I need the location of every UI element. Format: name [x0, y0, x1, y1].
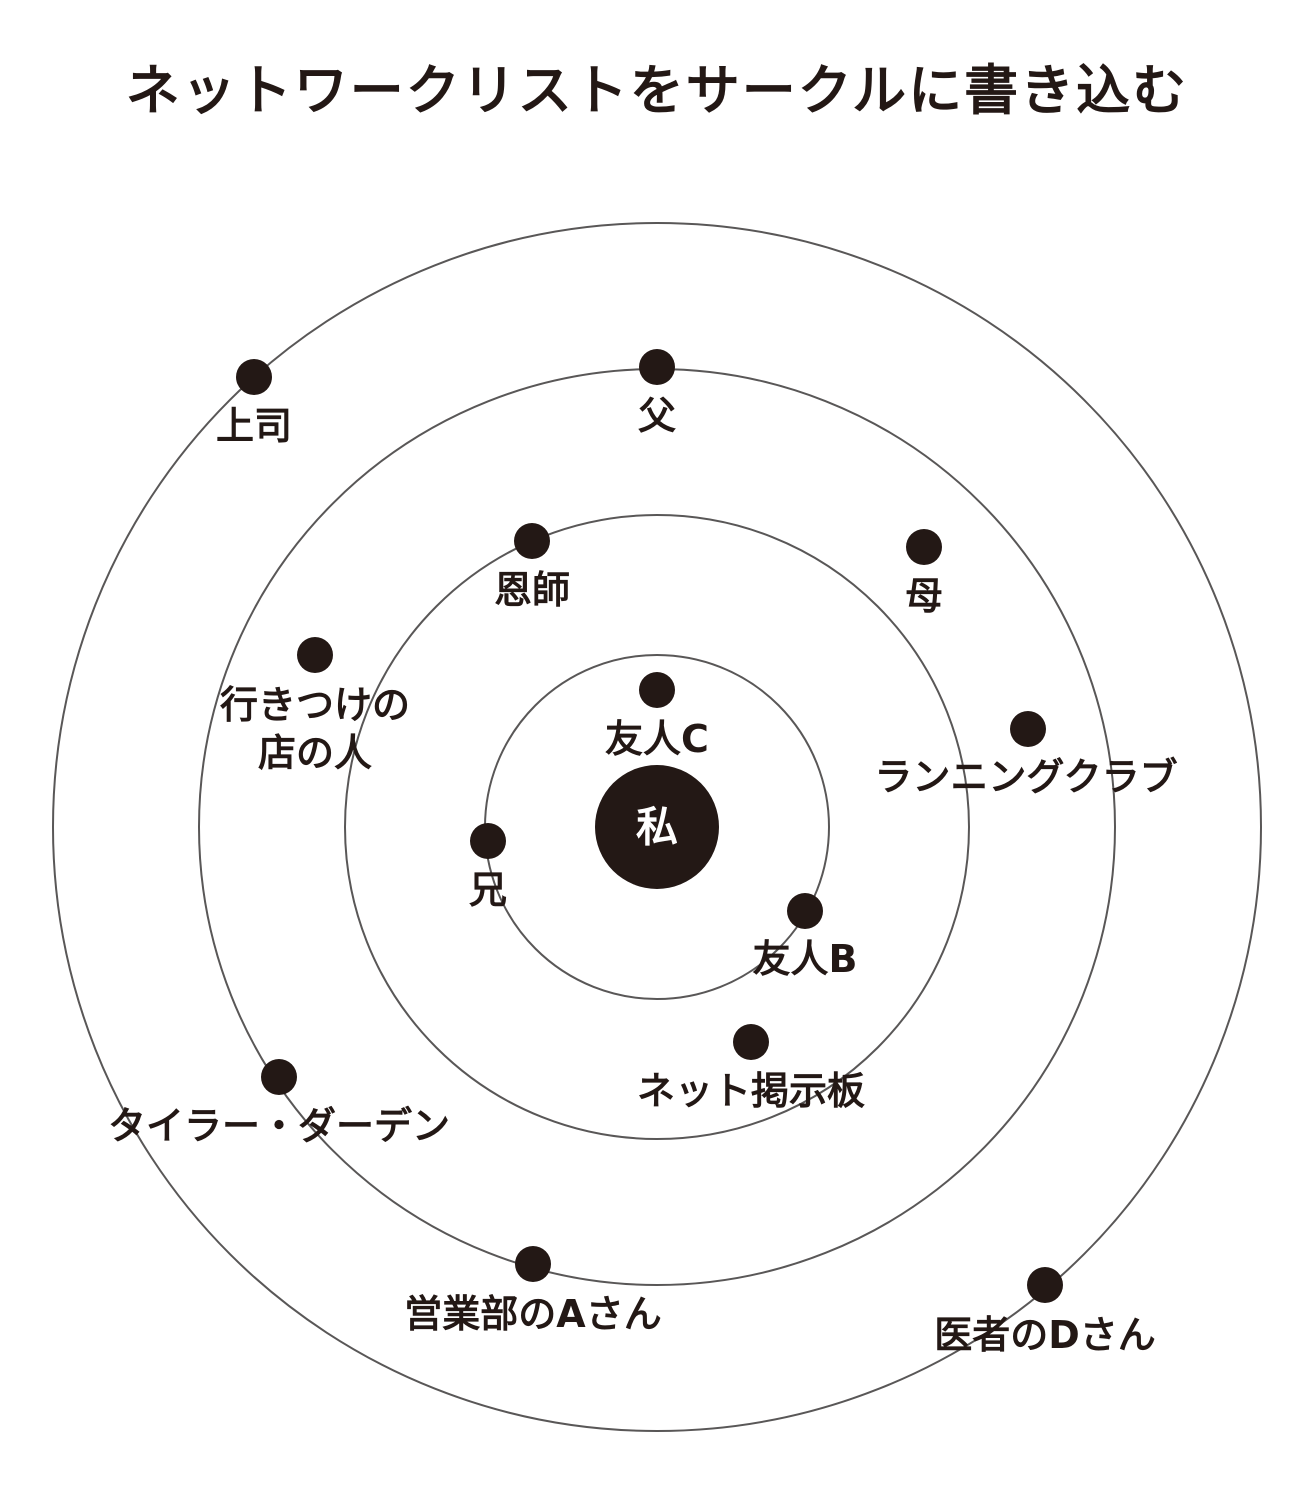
node-yujin-b: 友人B	[753, 893, 858, 981]
node-label: タイラー・ダーデン	[108, 1104, 450, 1148]
node-label: 母	[905, 574, 943, 618]
node-ani: 兄	[469, 823, 507, 912]
node-label: 父	[638, 394, 676, 438]
node-joshi: 上司	[216, 359, 292, 448]
node-dot	[906, 529, 942, 565]
node-dot	[639, 349, 675, 385]
node-dot	[236, 359, 272, 395]
node-label: ネット掲示板	[637, 1069, 865, 1113]
node-running-club: ランニングクラブ	[874, 711, 1178, 799]
node-dot	[515, 1246, 551, 1282]
node-yujin-c: 友人C	[605, 672, 709, 761]
node-label: 友人B	[753, 937, 858, 981]
node-label: 兄	[469, 868, 507, 912]
node-isha-d: 医者のDさん	[934, 1267, 1156, 1357]
node-dot	[470, 823, 506, 859]
node-eigyobu-a: 営業部のAさん	[404, 1246, 662, 1336]
node-label: 営業部のAさん	[404, 1292, 661, 1336]
node-dot	[514, 523, 550, 559]
node-dot	[297, 637, 333, 673]
node-label: 店の人	[258, 731, 372, 775]
node-label: ランニングクラブ	[874, 755, 1177, 799]
node-label: 医者のDさん	[934, 1313, 1156, 1357]
node-label: 行きつけの	[220, 683, 410, 727]
node-label: 友人C	[605, 717, 709, 761]
node-net-keijiban: ネット掲示板	[637, 1024, 865, 1113]
node-dot	[1010, 711, 1046, 747]
node-onshi: 恩師	[494, 523, 570, 612]
node-chichi: 父	[638, 349, 676, 438]
node-dot	[1027, 1267, 1063, 1303]
node-dot	[787, 893, 823, 929]
node-tyler-durden: タイラー・ダーデン	[108, 1059, 450, 1148]
center-dot	[595, 765, 719, 889]
center-label: 私	[636, 803, 678, 852]
node-dot	[639, 672, 675, 708]
node-haha: 母	[905, 529, 943, 618]
ring-4	[52, 222, 1262, 1432]
ring-2	[344, 514, 970, 1140]
node-label: 恩師	[494, 568, 570, 612]
node-label: 上司	[216, 404, 292, 448]
node-dot	[261, 1059, 297, 1095]
node-dot	[733, 1024, 769, 1060]
diagram-title: ネットワークリストをサークルに書き込む	[125, 59, 1189, 122]
